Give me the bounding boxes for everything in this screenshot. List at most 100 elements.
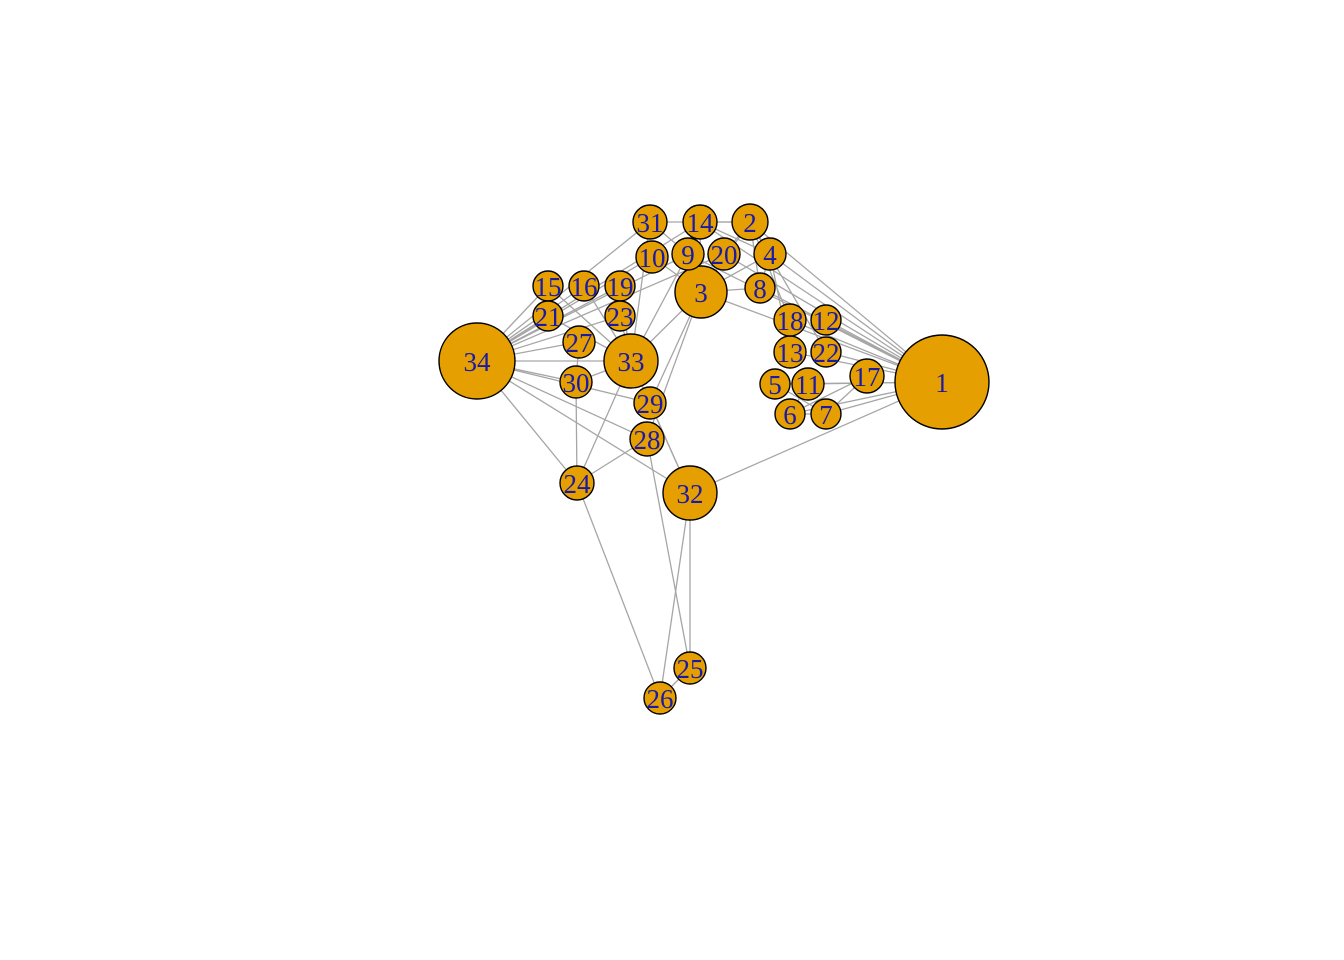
node-27 (562, 325, 596, 359)
node-32 (662, 465, 718, 521)
node-label: 5 (768, 370, 782, 400)
node-21 (532, 300, 564, 332)
node-circle (604, 300, 636, 332)
node-circle (629, 421, 665, 457)
node-20 (707, 237, 741, 271)
node-circle (774, 398, 806, 430)
node-label: 23 (607, 302, 634, 332)
edge-20-34 (476, 253, 725, 362)
node-label: 17 (854, 362, 881, 392)
node-circle (707, 237, 741, 271)
node-10 (635, 240, 669, 274)
node-18 (773, 303, 807, 337)
node-circle (643, 681, 677, 715)
node-23 (604, 300, 636, 332)
node-circle (773, 303, 807, 337)
node-label: 22 (813, 338, 840, 368)
node-circle (635, 240, 669, 274)
node-9 (671, 237, 705, 271)
node-2 (731, 203, 769, 241)
node-label: 12 (813, 306, 840, 336)
node-label: 28 (634, 425, 661, 455)
node-label: 1 (935, 368, 949, 398)
node-circle (894, 334, 990, 430)
node-label: 32 (677, 479, 704, 509)
node-circle (674, 265, 728, 319)
node-4 (753, 237, 787, 271)
node-25 (673, 651, 707, 685)
node-circle (849, 358, 885, 394)
node-label: 24 (564, 469, 592, 499)
node-label: 20 (711, 240, 738, 270)
node-circle (810, 336, 842, 368)
node-33 (603, 333, 659, 389)
node-circle (673, 651, 707, 685)
node-label: 19 (607, 272, 634, 302)
node-label: 31 (637, 208, 664, 238)
node-14 (682, 204, 718, 240)
node-label: 7 (819, 400, 833, 430)
node-label: 26 (647, 684, 674, 714)
node-16 (568, 270, 600, 302)
node-label: 33 (618, 347, 645, 377)
node-label: 16 (571, 272, 598, 302)
edge-32-34 (476, 360, 691, 494)
node-11 (791, 367, 825, 401)
node-26 (643, 681, 677, 715)
node-29 (633, 386, 667, 420)
node-circle (632, 204, 668, 240)
edge-26-32 (659, 492, 691, 699)
node-label: 9 (681, 240, 695, 270)
node-circle (759, 368, 791, 400)
node-30 (559, 365, 593, 399)
edge-25-28 (646, 438, 691, 669)
node-label: 30 (563, 368, 590, 398)
node-3 (674, 265, 728, 319)
node-label: 14 (687, 208, 715, 238)
node-circle (791, 367, 825, 401)
node-circle (532, 300, 564, 332)
node-circle (568, 270, 600, 302)
edge-24-26 (576, 482, 661, 699)
node-22 (810, 336, 842, 368)
node-circle (603, 333, 659, 389)
node-label: 4 (763, 240, 777, 270)
node-circle (662, 465, 718, 521)
node-label: 18 (777, 306, 804, 336)
node-label: 27 (566, 328, 593, 358)
node-7 (810, 398, 842, 430)
node-label: 2 (743, 208, 757, 238)
node-label: 15 (535, 272, 562, 302)
node-circle (671, 237, 705, 271)
node-24 (559, 465, 595, 501)
node-8 (744, 272, 776, 304)
node-1 (894, 334, 990, 430)
node-label: 25 (677, 654, 704, 684)
node-28 (629, 421, 665, 457)
node-12 (810, 304, 842, 336)
node-34 (438, 322, 516, 400)
node-6 (774, 398, 806, 430)
node-circle (559, 365, 593, 399)
edge-1-14 (699, 221, 943, 383)
node-circle (753, 237, 787, 271)
node-5 (759, 368, 791, 400)
node-circle (744, 272, 776, 304)
node-circle (438, 322, 516, 400)
node-label: 8 (753, 274, 767, 304)
node-circle (562, 325, 596, 359)
node-circle (731, 203, 769, 241)
node-label: 10 (639, 243, 666, 273)
node-label: 13 (777, 338, 804, 368)
node-circle (633, 386, 667, 420)
node-31 (632, 204, 668, 240)
node-circle (810, 398, 842, 430)
node-circle (559, 465, 595, 501)
node-17 (849, 358, 885, 394)
node-label: 11 (795, 370, 821, 400)
node-circle (682, 204, 718, 240)
node-label: 3 (694, 278, 708, 308)
